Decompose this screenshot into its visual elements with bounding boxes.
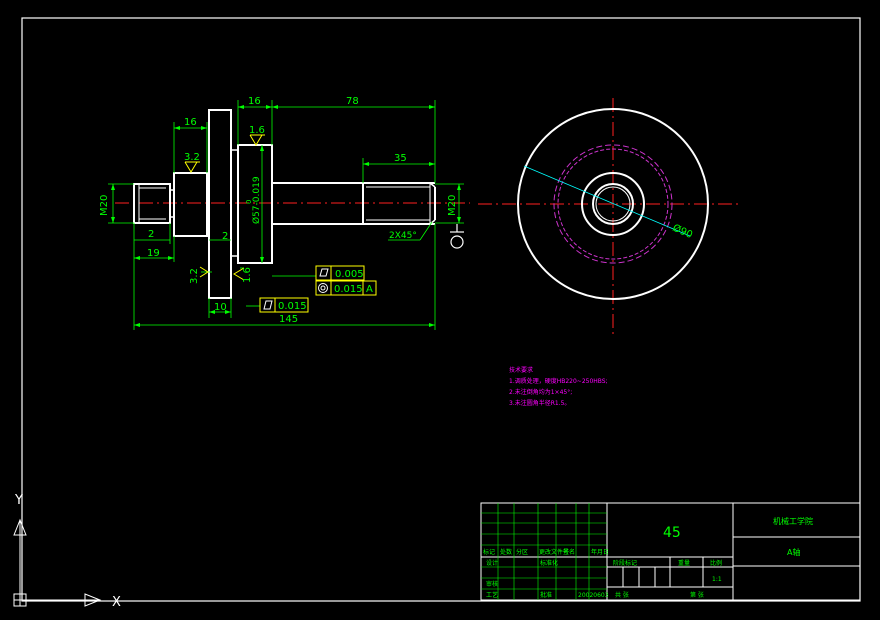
front-dimensions bbox=[108, 100, 464, 330]
notes-line-3: 3.未注圆角半径R1.5。 bbox=[509, 399, 570, 407]
dim-chamfer: 2X45° bbox=[389, 231, 417, 241]
flatness-value: 0.005 bbox=[335, 269, 364, 280]
bore-circle bbox=[595, 186, 631, 222]
tb-scale-value: 1:1 bbox=[712, 576, 722, 583]
roughness-1-6-bottom: 1.6 bbox=[242, 267, 253, 283]
tb-sheet-no: 第 张 bbox=[690, 591, 704, 599]
tb-label-change: 更改文件号 bbox=[539, 548, 569, 556]
datum-symbol bbox=[450, 224, 464, 249]
tb-label-mark: 标记 bbox=[483, 548, 495, 556]
tb-part-name: A轴 bbox=[787, 547, 800, 557]
tb-label-count: 处数 bbox=[500, 548, 512, 556]
dim-145: 145 bbox=[279, 314, 298, 325]
hatch-ring-outer bbox=[553, 144, 673, 264]
middle-journal bbox=[237, 144, 273, 264]
dim-2-mid: 2 bbox=[222, 231, 228, 242]
tb-weight: 重量 bbox=[678, 559, 690, 567]
tb-label-standard: 标准化 bbox=[540, 559, 558, 567]
runout-datum: A bbox=[366, 284, 373, 295]
ucs-icon bbox=[13, 518, 102, 607]
parallel-value: 0.015 bbox=[278, 301, 307, 312]
thread-circle bbox=[592, 183, 634, 225]
notes-line-2: 2.未注倒角均为1×45°; bbox=[509, 388, 572, 396]
tb-material: 45 bbox=[663, 525, 681, 541]
dim-10: 10 bbox=[214, 302, 227, 313]
roughness-3-2-top: 3.2 bbox=[184, 152, 200, 163]
title-block bbox=[480, 502, 861, 601]
dim-m20-right: M20 bbox=[447, 195, 458, 216]
tb-sheets: 共 张 bbox=[615, 591, 629, 599]
tb-label-process: 工艺 bbox=[486, 591, 498, 599]
ucs-y-label: Y bbox=[14, 493, 23, 508]
tb-approve: 批准 bbox=[540, 591, 552, 599]
dim-19: 19 bbox=[147, 248, 160, 259]
ucs-x-label: X bbox=[112, 595, 121, 610]
dim-dia57: Ø57-0.019 bbox=[251, 176, 262, 224]
front-view[interactable] bbox=[115, 109, 470, 299]
left-journal bbox=[173, 172, 208, 237]
tb-stage: 阶段标记 bbox=[613, 559, 637, 567]
tb-label-review: 审核 bbox=[486, 580, 498, 588]
dim-dia57-upper: 0 bbox=[245, 200, 253, 204]
dim-78: 78 bbox=[346, 96, 359, 107]
roughness-3-2-bottom: 3.2 bbox=[189, 268, 200, 284]
tb-label-date: 年月日 bbox=[591, 548, 609, 556]
technical-notes: 技术要求 1.调质处理，硬度HB220~250HBS; 2.未注倒角均为1×45… bbox=[509, 366, 608, 407]
hatch-ring-inner bbox=[557, 148, 669, 260]
runout-value: 0.015 bbox=[334, 284, 363, 295]
dim-35: 35 bbox=[394, 153, 407, 164]
dim-16-top: 16 bbox=[248, 96, 261, 107]
dim-m20-left: M20 bbox=[99, 195, 110, 216]
notes-line-1: 1.调质处理，硬度HB220~250HBS; bbox=[509, 377, 608, 385]
roughness-1-6-top: 1.6 bbox=[249, 125, 265, 136]
tb-label-sign: 签名 bbox=[563, 548, 575, 556]
roughness-symbols bbox=[184, 134, 265, 281]
tb-label-zone: 分区 bbox=[516, 548, 528, 556]
tb-date: 20020603 bbox=[578, 592, 609, 599]
tb-school: 机械工学院 bbox=[773, 516, 813, 526]
dim-16-left: 16 bbox=[184, 117, 197, 128]
dim-2-left: 2 bbox=[148, 229, 154, 240]
tb-scale: 比例 bbox=[710, 559, 722, 567]
dia90-leader bbox=[523, 165, 691, 237]
tb-label-design: 设计 bbox=[486, 559, 498, 567]
outer-disc bbox=[517, 108, 709, 300]
drawing-border bbox=[21, 17, 861, 602]
geometric-tolerances: 0.005 0.015 A 0.015 bbox=[246, 265, 377, 313]
hub-circle bbox=[581, 172, 645, 236]
notes-title: 技术要求 bbox=[509, 366, 533, 374]
